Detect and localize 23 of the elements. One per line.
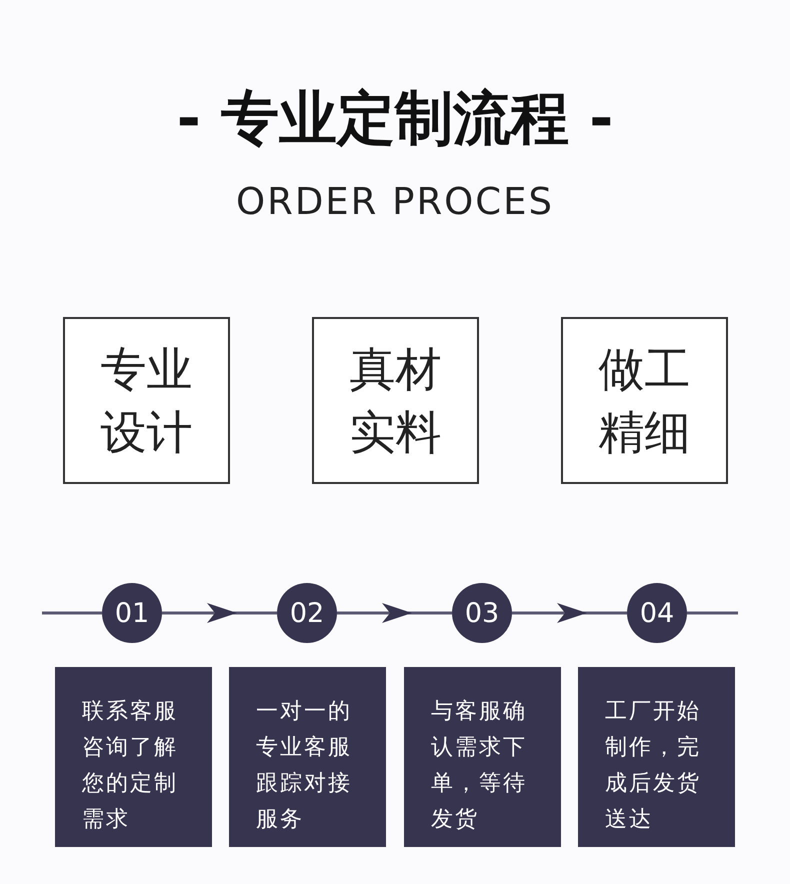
arrow — [337, 603, 452, 623]
feature-text: 专业设计 — [100, 340, 194, 460]
step-description: 联系客服咨询了解您的定制需求 — [82, 698, 179, 834]
arrow — [512, 603, 627, 623]
feature-box — [312, 317, 479, 484]
feature-box — [561, 317, 728, 484]
arrow — [162, 603, 277, 623]
feature-text: 真材实料 — [348, 340, 442, 460]
step-number: 01 — [114, 598, 150, 628]
step-description: 一对一的专业客服跟踪对接服务 — [256, 698, 353, 834]
step-description: 工厂开始制作，完成后发货送达 — [605, 698, 702, 834]
subtitle: ORDER PROCES — [234, 180, 555, 223]
step-number: 02 — [290, 598, 324, 628]
step-number: 03 — [464, 598, 500, 628]
step-description: 与客服确认需求下单，等待发货 — [431, 698, 528, 834]
feature-box — [63, 317, 230, 484]
step-card — [404, 667, 561, 847]
step-card — [578, 667, 735, 847]
title: - 专业定制流程 - — [176, 83, 614, 154]
step-card — [229, 667, 386, 847]
step-card — [55, 667, 212, 847]
step-number: 04 — [640, 598, 674, 628]
feature-text: 做工精细 — [598, 340, 692, 460]
